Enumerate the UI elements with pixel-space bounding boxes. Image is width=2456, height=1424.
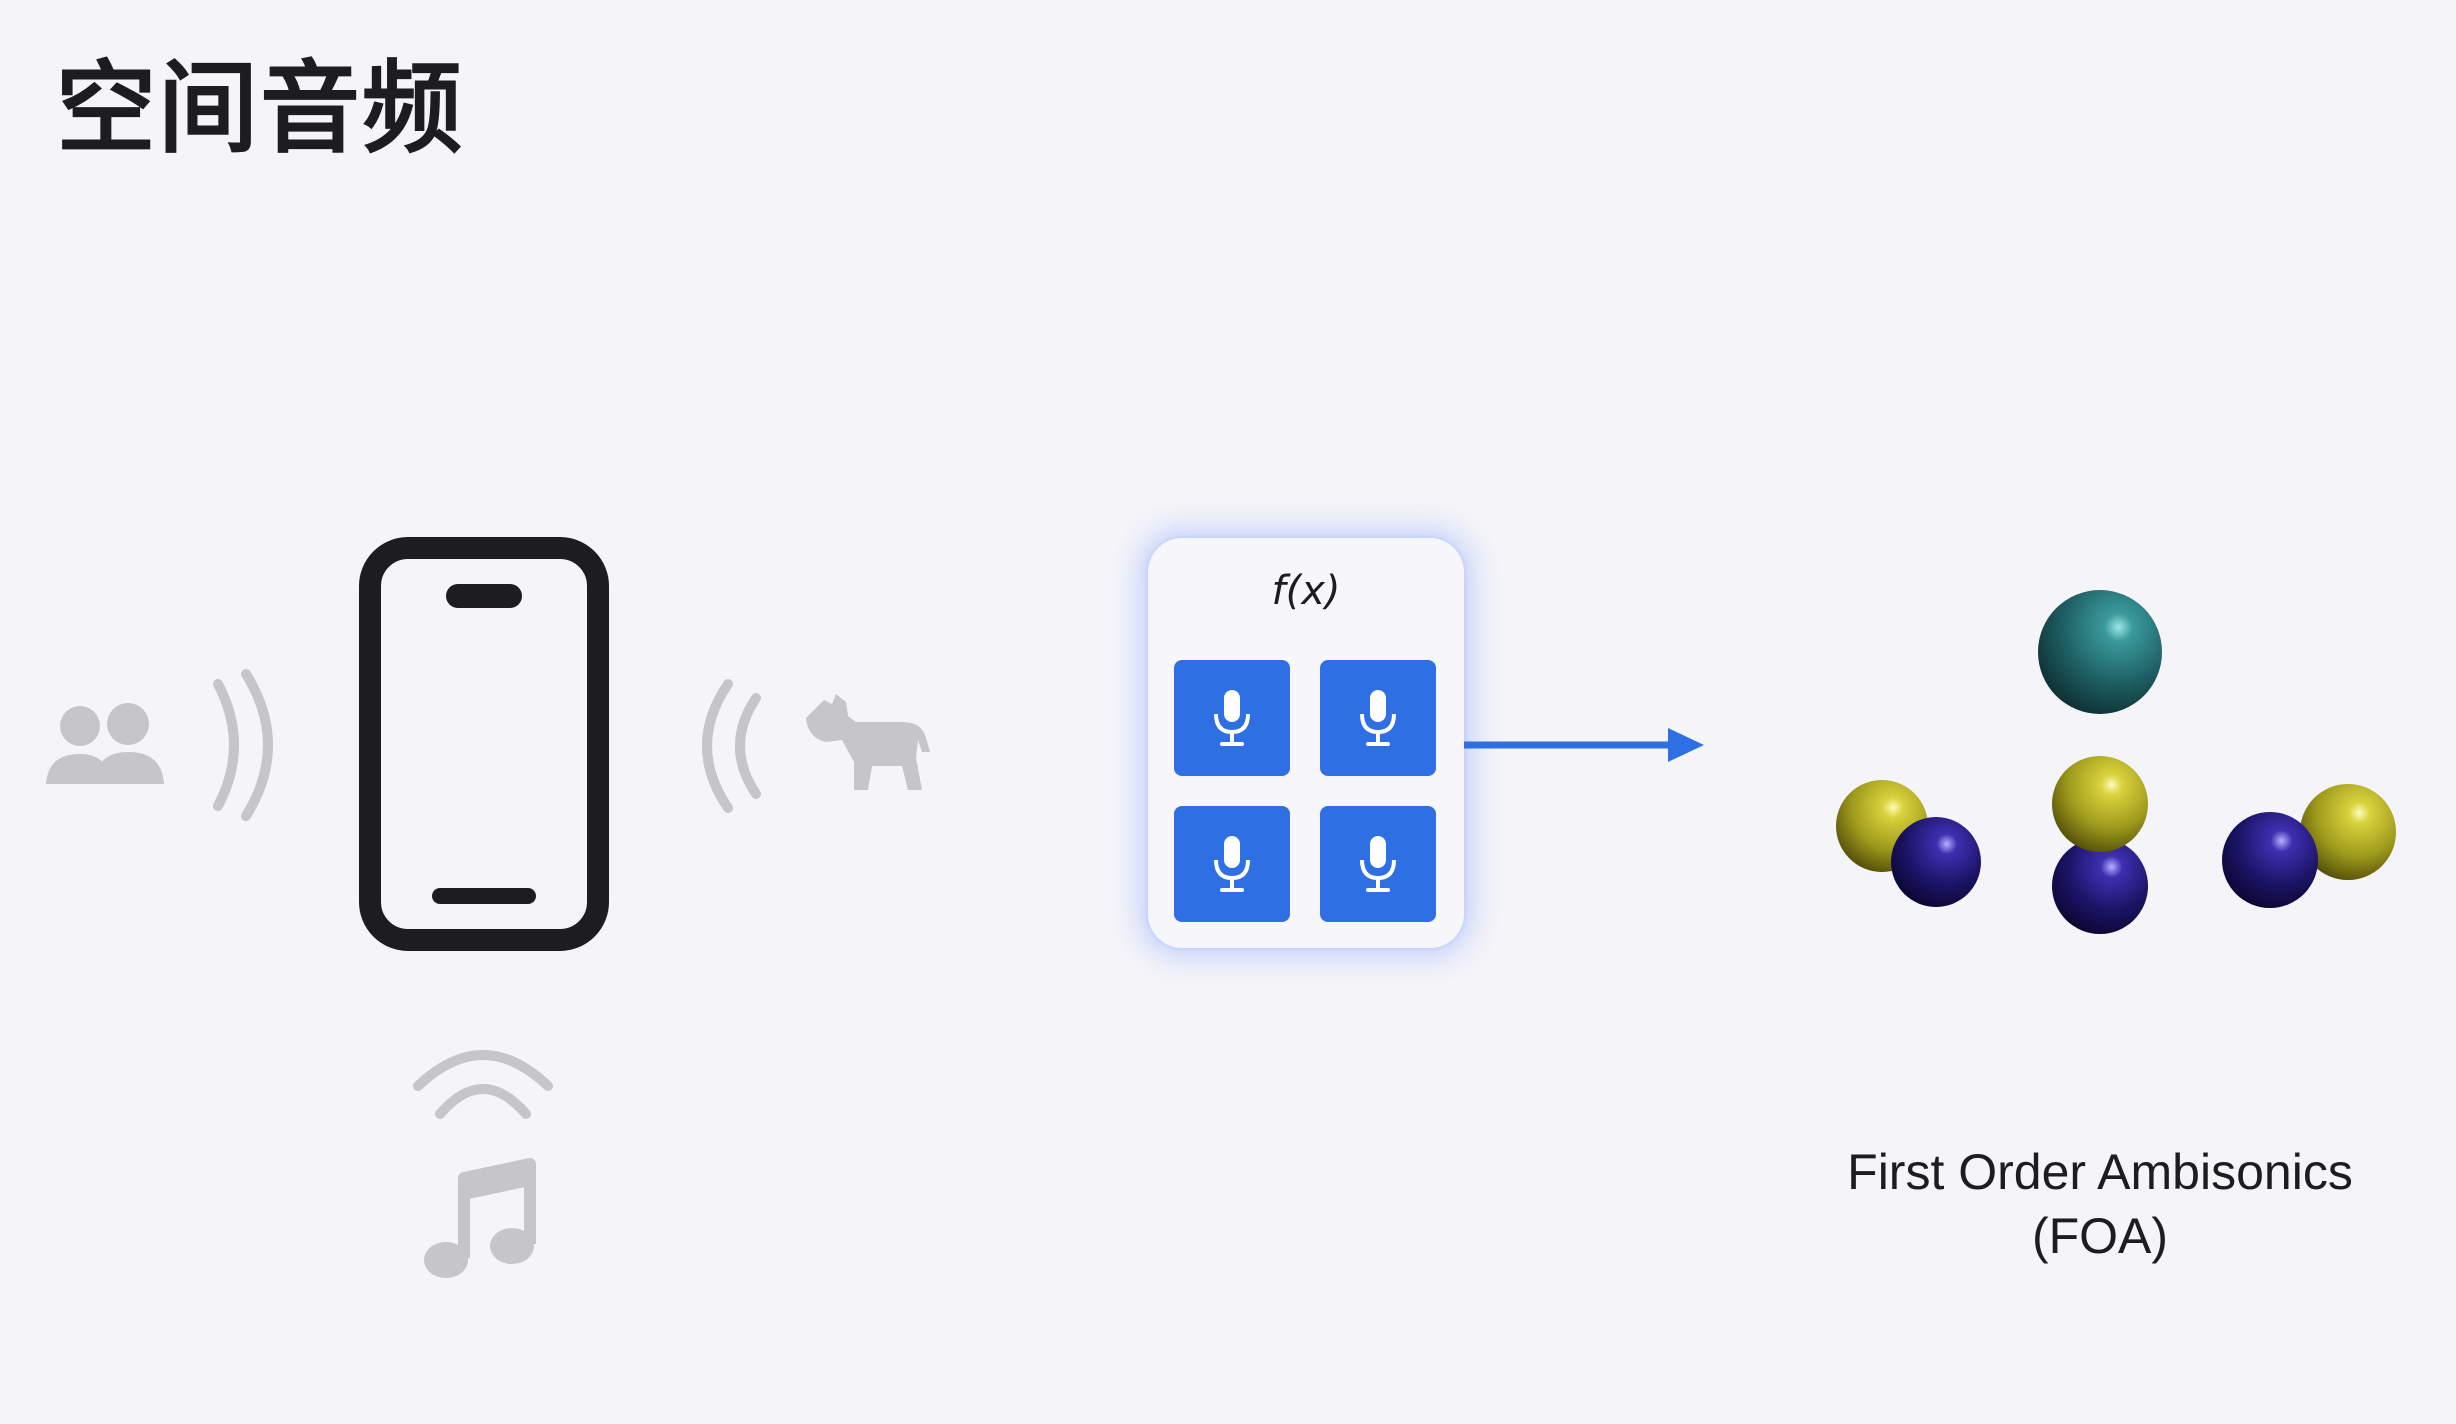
sphere-z-negative [2052,838,2148,934]
microphone-icon [1360,690,1396,746]
microphone-icon [1360,836,1396,892]
iphone-icon [358,536,610,952]
mic-tile [1174,660,1290,776]
music-note-icon [424,1158,536,1282]
flow-arrow [1464,720,1708,770]
mic-tile [1174,806,1290,922]
slide-title: 空间音频 [56,50,464,167]
dog-icon [802,692,932,796]
sphere-x-negative [2222,812,2318,908]
sphere-y-negative [1891,817,1981,907]
microphone-icon [1214,836,1250,892]
sound-wave-icon [412,1040,554,1120]
mic-tile [1320,806,1436,922]
function-label: f(x) [1271,568,1341,614]
mic-tile [1320,660,1436,776]
people-icon [44,700,166,790]
sound-wave-icon [210,669,290,821]
foa-spheres-diagram [1820,580,2420,940]
foa-label: First Order Ambisonics (FOA) [1780,1140,2420,1268]
foa-label-line1: First Order Ambisonics [1847,1144,2353,1200]
sphere-z-positive [2052,756,2148,852]
sphere-w [2038,590,2162,714]
foa-label-line2: (FOA) [2031,1208,2169,1264]
sound-wave-icon [686,676,766,816]
sphere-x-positive [2300,784,2396,880]
function-card: f(x) [1148,538,1464,948]
microphone-icon [1214,690,1250,746]
